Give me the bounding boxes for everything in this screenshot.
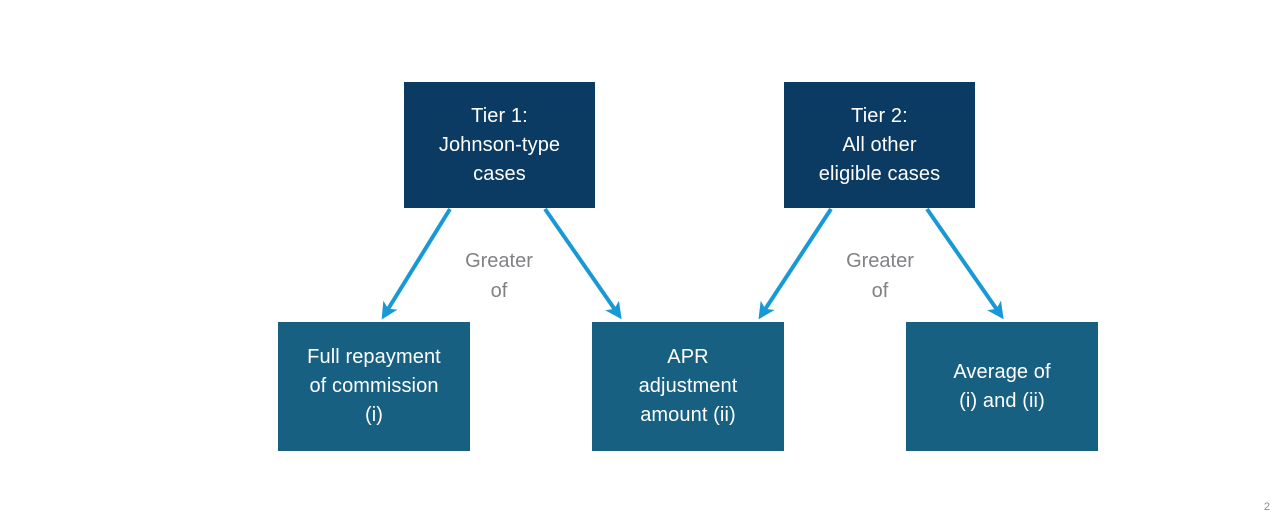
node-tier-1-label: Tier 1: Johnson-type cases: [438, 104, 561, 185]
page-number: 2: [1263, 501, 1270, 513]
node-outcome-full-repayment[interactable]: Full repayment of commission (i): [278, 322, 470, 451]
node-outcome-full-repayment-label: Full repayment of commission (i): [307, 346, 441, 426]
node-tier-1[interactable]: Tier 1: Johnson-type cases: [404, 82, 595, 208]
node-tier-2[interactable]: Tier 2: All other eligible cases: [784, 82, 975, 208]
node-outcome-apr-adjustment-label: APR adjustment amount (ii): [638, 346, 738, 426]
edge-label-tier-2-greater-of: Greater of: [846, 250, 914, 302]
node-outcome-average-label: Average of (i) and (ii): [953, 360, 1051, 412]
node-tier-2-label: Tier 2: All other eligible cases: [818, 104, 941, 185]
edge-label-tier-1-greater-of: Greater of: [465, 250, 533, 302]
node-outcome-apr-adjustment[interactable]: APR adjustment amount (ii): [592, 322, 784, 451]
node-outcome-average[interactable]: Average of (i) and (ii): [906, 322, 1098, 451]
